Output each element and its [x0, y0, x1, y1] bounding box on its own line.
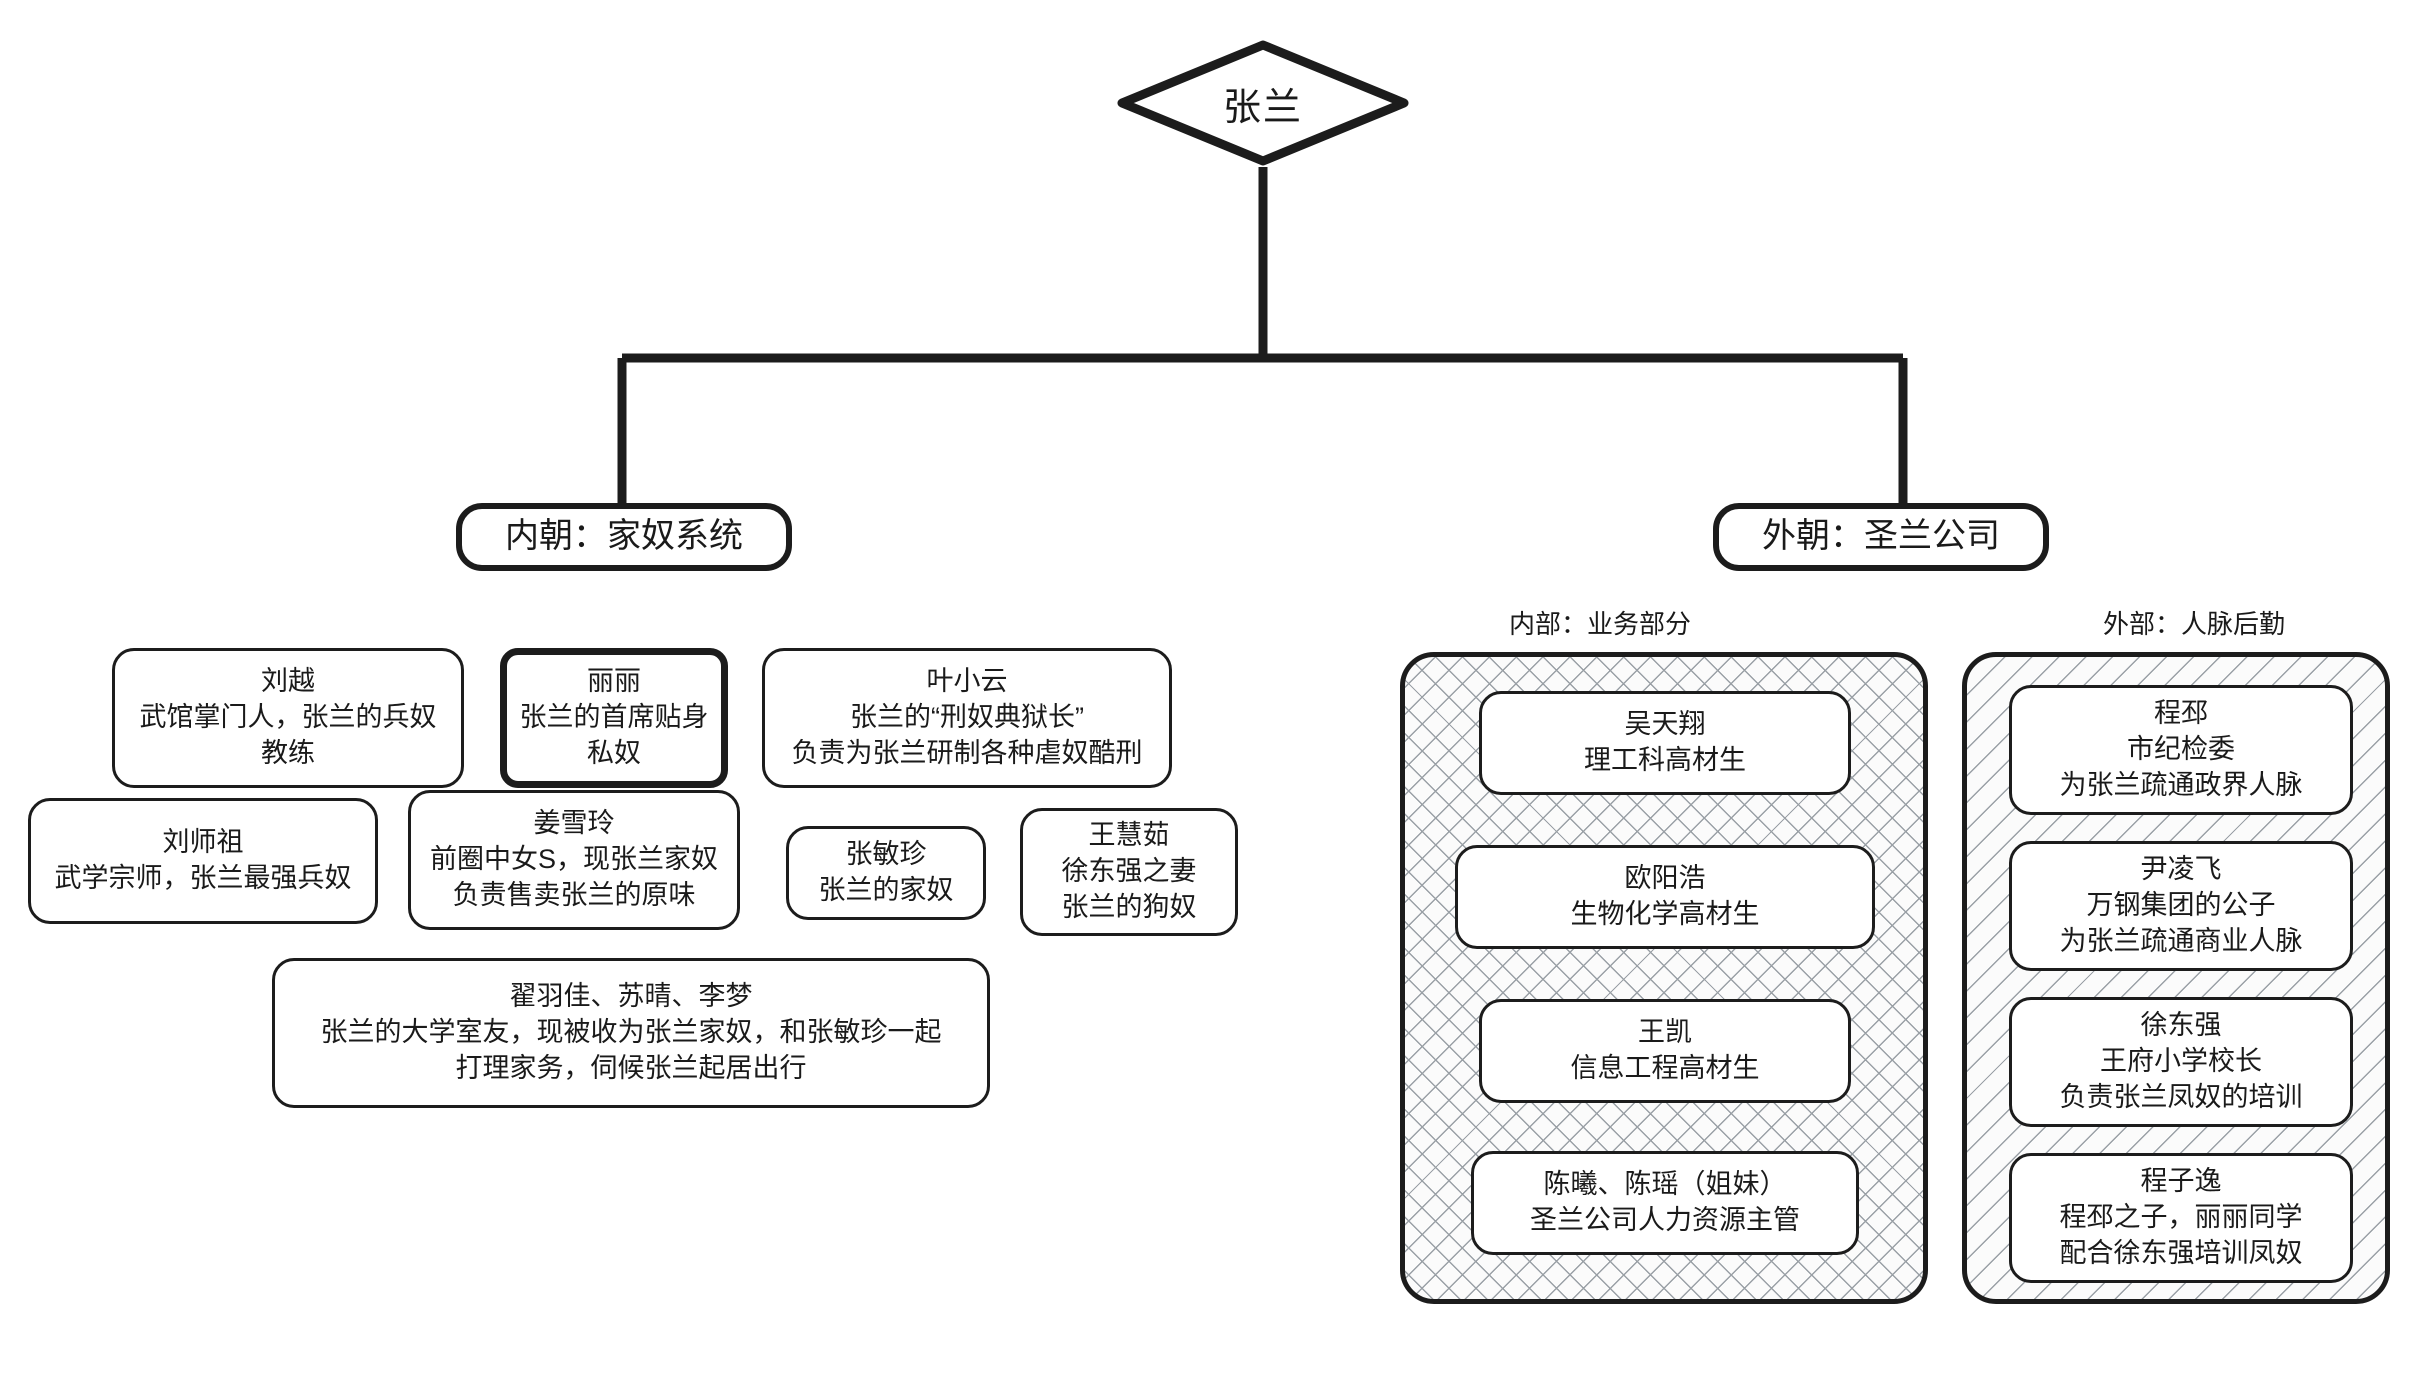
node-jiangxueling[interactable]: 姜雪玲 前圈中女S，现张兰家奴 负责售卖张兰的原味 — [408, 790, 740, 930]
node-wangkai[interactable]: 王凯 信息工程高材生 — [1479, 999, 1851, 1103]
node-yexiaoyun-line-1: 叶小云 — [926, 666, 1008, 697]
branch-outer-court-label: 外朝：圣兰公司 — [1762, 517, 2000, 556]
node-xudongqiang-line-1: 徐东强 — [2140, 1010, 2222, 1041]
node-xudongqiang-line-2: 王府小学校长 — [2100, 1046, 2262, 1077]
node-chengziyi-line-1: 程子逸 — [2140, 1166, 2222, 1197]
node-chenxi-chenyao-line-1: 陈曦、陈瑶（姐妹） — [1543, 1169, 1787, 1200]
node-ouyanghao-line-1: 欧阳浩 — [1624, 863, 1706, 894]
node-wutianxiang[interactable]: 吴天翔 理工科高材生 — [1479, 691, 1851, 795]
node-liushizu-line-1: 刘师祖 — [162, 827, 244, 858]
node-wutianxiang-line-1: 吴天翔 — [1624, 709, 1706, 740]
group-label-internal-business: 内部：业务部分 — [1508, 609, 1691, 639]
root-label: 张兰 — [1222, 86, 1303, 129]
node-roommates-line-1: 翟羽佳、苏晴、李梦 — [509, 981, 753, 1012]
node-zhangminzhen-line-2: 张兰的家奴 — [818, 875, 954, 905]
branch-inner-court-label: 内朝：家奴系统 — [505, 517, 743, 556]
node-liuyue-line-2: 武馆掌门人，张兰的兵奴 — [139, 702, 437, 733]
node-liuyue[interactable]: 刘越 武馆掌门人，张兰的兵奴 教练 — [112, 648, 464, 788]
node-jiangxueling-line-1: 姜雪玲 — [533, 808, 615, 839]
node-lili[interactable]: 丽丽 张兰的首席贴身 私奴 — [500, 648, 728, 788]
node-yinlingfei-line-2: 万钢集团的公子 — [2086, 890, 2276, 921]
node-wanghuiru-line-2: 徐东强之妻 — [1061, 856, 1197, 887]
node-chengziyi[interactable]: 程子逸 程邳之子，丽丽同学 配合徐东强培训凤奴 — [2009, 1153, 2353, 1283]
group-internal-business: 吴天翔 理工科高材生 欧阳浩 生物化学高材生 王凯 信息工程高材生 陈曦、陈瑶（… — [1400, 652, 1928, 1304]
node-chengziyi-line-3: 配合徐东强培训凤奴 — [2059, 1237, 2303, 1268]
node-lili-line-1: 丽丽 — [587, 666, 641, 697]
node-wutianxiang-line-2: 理工科高材生 — [1584, 745, 1746, 775]
node-ouyanghao-line-2: 生物化学高材生 — [1570, 899, 1760, 929]
node-ouyanghao[interactable]: 欧阳浩 生物化学高材生 — [1455, 845, 1875, 949]
node-liuyue-line-1: 刘越 — [261, 666, 315, 697]
node-liuyue-line-3: 教练 — [261, 737, 315, 768]
diamond-shape — [1117, 40, 1409, 166]
group-external-network: 程邳 市纪检委 为张兰疏通政界人脉 尹凌飞 万钢集团的公子 为张兰疏通商业人脉 … — [1962, 652, 2390, 1304]
node-chengpi-line-2: 市纪检委 — [2127, 734, 2235, 765]
node-chengpi[interactable]: 程邳 市纪检委 为张兰疏通政界人脉 — [2009, 685, 2353, 815]
node-chengpi-line-1: 程邳 — [2154, 698, 2208, 729]
node-wangkai-line-2: 信息工程高材生 — [1570, 1053, 1760, 1083]
node-wanghuiru-line-1: 王慧茹 — [1088, 820, 1170, 851]
branch-outer-court[interactable]: 外朝：圣兰公司 — [1713, 503, 2049, 571]
node-roommates-line-3: 打理家务，伺候张兰起居出行 — [455, 1052, 807, 1083]
node-yexiaoyun-line-3: 负责为张兰研制各种虐奴酷刑 — [791, 737, 1143, 768]
node-roommates[interactable]: 翟羽佳、苏晴、李梦 张兰的大学室友，现被收为张兰家奴，和张敏珍一起 打理家务，伺… — [272, 958, 990, 1108]
node-yexiaoyun[interactable]: 叶小云 张兰的“刑奴典狱长” 负责为张兰研制各种虐奴酷刑 — [762, 648, 1172, 788]
node-xudongqiang-line-3: 负责张兰凤奴的培训 — [2059, 1081, 2303, 1112]
node-lili-line-2: 张兰的首席贴身 — [519, 702, 709, 733]
node-liushizu-line-2: 武学宗师，张兰最强兵奴 — [54, 863, 352, 893]
node-yinlingfei-line-3: 为张兰疏通商业人脉 — [2059, 925, 2303, 956]
node-yinlingfei-line-1: 尹凌飞 — [2140, 854, 2222, 885]
branch-inner-court[interactable]: 内朝：家奴系统 — [456, 503, 792, 571]
node-zhangminzhen[interactable]: 张敏珍 张兰的家奴 — [786, 826, 986, 920]
node-yinlingfei[interactable]: 尹凌飞 万钢集团的公子 为张兰疏通商业人脉 — [2009, 841, 2353, 971]
node-wangkai-line-1: 王凯 — [1638, 1017, 1692, 1048]
node-chenxi-chenyao-line-2: 圣兰公司人力资源主管 — [1530, 1205, 1800, 1235]
node-chengziyi-line-2: 程邳之子，丽丽同学 — [2059, 1202, 2303, 1233]
node-liushizu[interactable]: 刘师祖 武学宗师，张兰最强兵奴 — [28, 798, 378, 924]
node-xudongqiang[interactable]: 徐东强 王府小学校长 负责张兰凤奴的培训 — [2009, 997, 2353, 1127]
root-node[interactable]: 张兰 — [1113, 38, 1413, 168]
node-jiangxueling-line-3: 负责售卖张兰的原味 — [452, 879, 696, 910]
node-jiangxueling-line-2: 前圈中女S，现张兰家奴 — [429, 844, 718, 875]
node-zhangminzhen-line-1: 张敏珍 — [845, 839, 927, 870]
node-roommates-line-2: 张兰的大学室友，现被收为张兰家奴，和张敏珍一起 — [320, 1017, 942, 1048]
group-label-external-network: 外部：人脉后勤 — [2102, 609, 2285, 639]
node-yexiaoyun-line-2: 张兰的“刑奴典狱长” — [850, 702, 1084, 733]
node-wanghuiru[interactable]: 王慧茹 徐东强之妻 张兰的狗奴 — [1020, 808, 1238, 936]
node-chengpi-line-3: 为张兰疏通政界人脉 — [2059, 769, 2303, 800]
node-chenxi-chenyao[interactable]: 陈曦、陈瑶（姐妹） 圣兰公司人力资源主管 — [1471, 1151, 1859, 1255]
node-lili-line-3: 私奴 — [587, 737, 641, 768]
node-wanghuiru-line-3: 张兰的狗奴 — [1061, 891, 1197, 922]
